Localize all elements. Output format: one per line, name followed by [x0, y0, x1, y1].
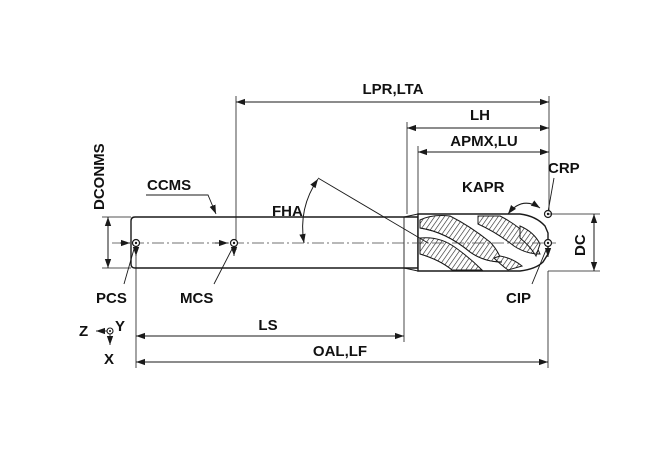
cip-point-group: CIP — [506, 238, 553, 307]
tool-body — [130, 213, 549, 272]
shank — [130, 216, 419, 269]
apmx-lu-dimension: APMX,LU — [417, 133, 549, 214]
pcs-point-group: PCS — [96, 238, 141, 307]
oal-lf-label: OAL,LF — [313, 343, 367, 360]
kapr-crp-group: KAPR CRP — [462, 160, 580, 219]
oal-lf-dimension: OAL,LF — [136, 271, 549, 368]
mcs-label: MCS — [180, 290, 213, 307]
dc-dimension: DC — [548, 213, 600, 272]
apmx-lu-label: APMX,LU — [450, 133, 518, 150]
axis-z-label: Z — [79, 323, 88, 340]
mcs-point-group: MCS — [180, 238, 239, 307]
lh-dimension: LH — [406, 107, 549, 214]
fha-label: FHA — [272, 203, 303, 220]
pcs-label: PCS — [96, 290, 127, 307]
cip-label: CIP — [506, 290, 531, 307]
ls-dimension: LS — [135, 250, 405, 368]
dc-label: DC — [572, 234, 589, 256]
crp-label: CRP — [548, 160, 580, 177]
kapr-label: KAPR — [462, 179, 505, 196]
flute-3 — [477, 215, 541, 255]
dconms-label: DCONMS — [91, 143, 108, 210]
dconms-dimension: DCONMS — [91, 143, 131, 269]
lpr-lta-label: LPR,LTA — [362, 81, 423, 98]
coordinate-axes: Z Y X — [79, 318, 125, 368]
flute-4 — [493, 255, 524, 271]
lh-label: LH — [470, 107, 490, 124]
lpr-lta-dimension: LPR,LTA — [235, 81, 550, 250]
ccms-label: CCMS — [147, 177, 191, 194]
ccms-leader: CCMS — [146, 177, 217, 215]
flute-tip — [519, 225, 541, 258]
fha-angle: FHA — [272, 177, 429, 244]
ls-label: LS — [258, 317, 277, 334]
axis-y-label: Y — [115, 318, 125, 335]
axis-x-label: X — [104, 351, 114, 368]
